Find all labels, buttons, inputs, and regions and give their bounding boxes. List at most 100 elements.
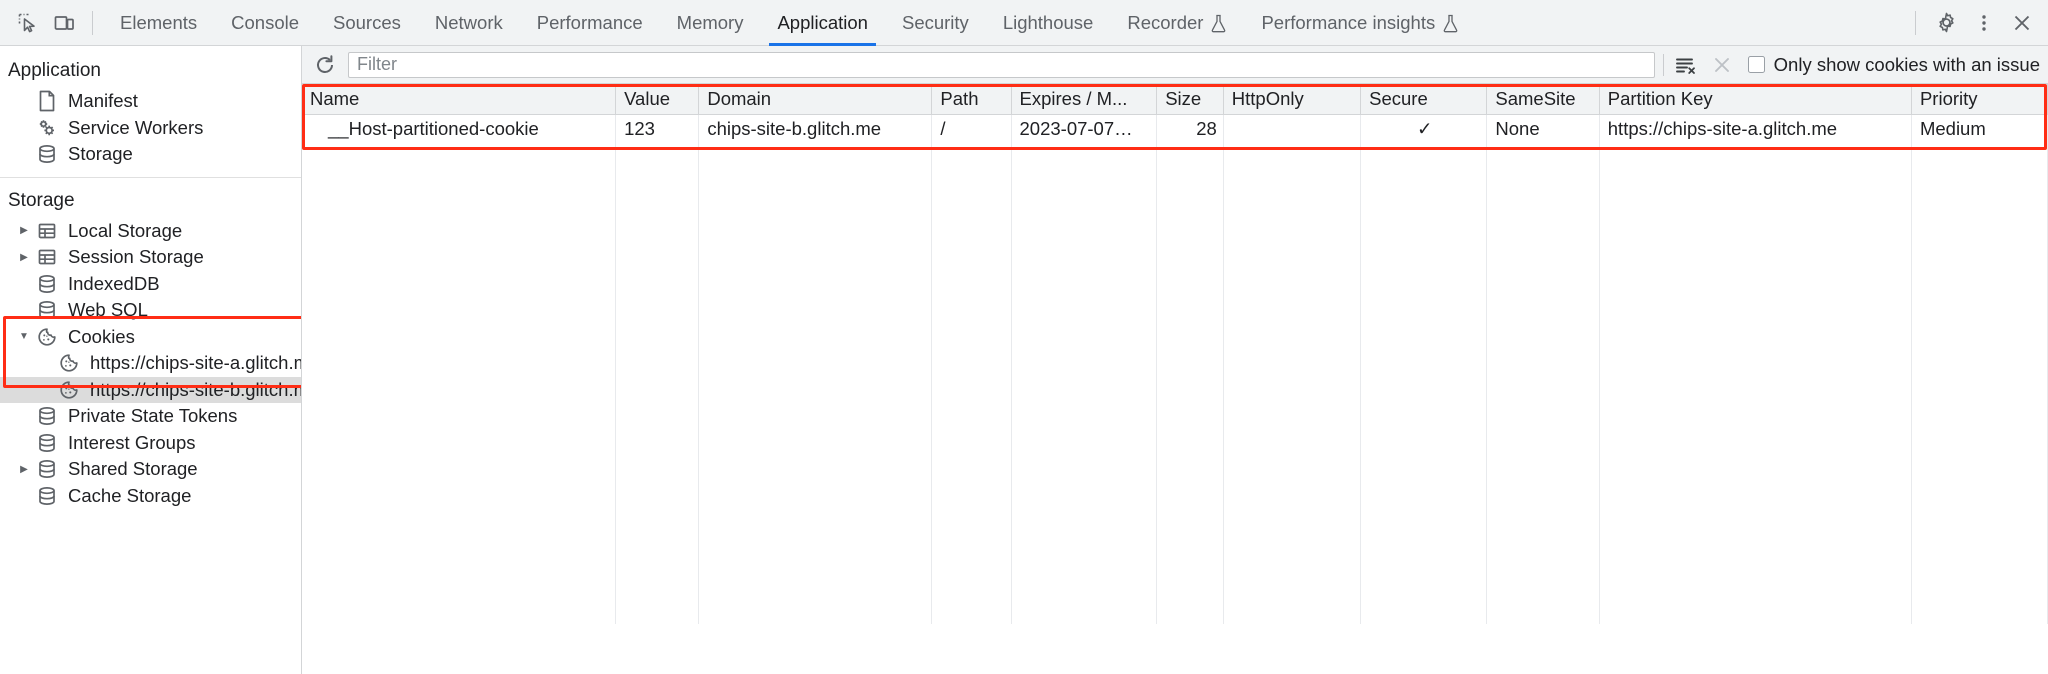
sidebar-item-service-workers[interactable]: Service Workers (0, 115, 301, 142)
column-header-value[interactable]: Value (615, 84, 700, 115)
sidebar-item-cookies[interactable]: ▼ Cookies (0, 324, 301, 351)
empty-cell (1360, 384, 1488, 414)
column-header-partitionkey[interactable]: Partition Key (1599, 84, 1912, 115)
chevron-down-icon[interactable]: ▼ (19, 331, 29, 343)
empty-cell (1223, 474, 1362, 504)
sidebar-item-web-sql[interactable]: Web SQL (0, 297, 301, 324)
sidebar-item-private-state-tokens[interactable]: Private State Tokens (0, 403, 301, 430)
sidebar-item-indexeddb[interactable]: IndexedDB (0, 271, 301, 298)
tab-console[interactable]: Console (214, 0, 316, 46)
empty-cell (615, 384, 700, 414)
delete-selected-cookie-icon[interactable] (1708, 51, 1736, 79)
tab-performance-insights[interactable]: Performance insights (1244, 0, 1476, 46)
sidebar-item-local-storage[interactable]: ▶ Local Storage (0, 218, 301, 245)
tab-lighthouse[interactable]: Lighthouse (986, 0, 1111, 46)
column-header-domain[interactable]: Domain (698, 84, 933, 115)
experimental-flask-icon (1210, 14, 1227, 33)
empty-cell (698, 174, 933, 204)
column-header-expires[interactable]: Expires / M... (1011, 84, 1158, 115)
empty-cell (1156, 354, 1224, 384)
table-empty-row (302, 294, 2048, 324)
tab-sources[interactable]: Sources (316, 0, 418, 46)
sidebar-item-label: Private State Tokens (68, 405, 238, 427)
tab-network[interactable]: Network (418, 0, 520, 46)
empty-cell (1486, 444, 1600, 474)
sidebar-item-shared-storage[interactable]: ▶ Shared Storage (0, 456, 301, 483)
clear-all-cookies-icon[interactable] (1672, 51, 1700, 79)
chevron-right-icon[interactable]: ▶ (20, 225, 28, 237)
tab-application[interactable]: Application (760, 0, 885, 46)
tab-label: Elements (120, 11, 198, 33)
more-options-icon[interactable] (1966, 5, 2002, 41)
tab-elements[interactable]: Elements (103, 0, 214, 46)
empty-cell (1360, 324, 1488, 354)
empty-cell (1011, 204, 1158, 234)
sidebar-item-storage[interactable]: Storage (0, 141, 301, 168)
empty-cell (1156, 264, 1224, 294)
empty-cell (931, 144, 1012, 174)
sidebar-item-cache-storage[interactable]: Cache Storage (0, 483, 301, 510)
table-empty-row (302, 534, 2048, 564)
empty-cell (302, 444, 617, 474)
gear-icon[interactable] (1928, 5, 1964, 41)
empty-cell (1360, 414, 1488, 444)
tab-security[interactable]: Security (885, 0, 986, 46)
empty-cell (302, 384, 617, 414)
empty-cell (698, 444, 933, 474)
empty-cell (615, 504, 700, 534)
toolbar-right-actions (1899, 5, 2040, 41)
column-header-httponly[interactable]: HttpOnly (1223, 84, 1362, 115)
sidebar-item-label: IndexedDB (68, 272, 160, 294)
empty-cell (1156, 564, 1224, 594)
empty-cell (1156, 474, 1224, 504)
tab-memory[interactable]: Memory (660, 0, 761, 46)
only-issues-checkbox[interactable] (1747, 56, 1765, 73)
empty-cell (1360, 234, 1488, 264)
sidebar-item-https-chips-site-b-glitch-me[interactable]: https://chips-site-b.glitch.me (0, 376, 302, 403)
empty-cell (615, 174, 700, 204)
chevron-right-icon[interactable]: ▶ (20, 251, 28, 263)
column-header-priority[interactable]: Priority (1911, 84, 2048, 115)
sidebar-item-manifest[interactable]: Manifest (0, 88, 301, 115)
column-header-samesite[interactable]: SameSite (1486, 84, 1600, 115)
table-empty-row (302, 174, 2048, 204)
sidebar-item-interest-groups[interactable]: Interest Groups (0, 430, 301, 457)
empty-cell (1156, 444, 1224, 474)
tab-performance[interactable]: Performance (520, 0, 660, 46)
sidebar-item-label: Local Storage (68, 219, 183, 241)
close-icon[interactable] (2004, 5, 2040, 41)
empty-cell (931, 264, 1012, 294)
empty-cell (1911, 324, 2048, 354)
chevron-right-icon[interactable]: ▶ (20, 463, 28, 475)
column-header-path[interactable]: Path (931, 84, 1012, 115)
sidebar-item-session-storage[interactable]: ▶ Session Storage (0, 244, 301, 271)
inspect-element-icon[interactable] (10, 5, 46, 41)
tab-recorder[interactable]: Recorder (1110, 0, 1244, 46)
column-header-name[interactable]: Name (302, 84, 617, 115)
empty-cell (1486, 264, 1600, 294)
empty-cell (302, 564, 617, 594)
empty-cell (302, 144, 617, 174)
empty-cell (1360, 504, 1488, 534)
empty-cell (1223, 414, 1362, 444)
empty-cell (1486, 144, 1600, 174)
empty-cell (1599, 174, 1912, 204)
table-empty-row (302, 564, 2048, 594)
empty-cell (1011, 294, 1158, 324)
empty-cell (698, 144, 933, 174)
only-issues-checkbox-row[interactable]: Only show cookies with an issue (1744, 54, 2040, 76)
sidebar-item-https-chips-site-a-glitch-me[interactable]: https://chips-site-a.glitch.me (0, 350, 301, 377)
empty-cell (1156, 204, 1224, 234)
column-header-secure[interactable]: Secure (1360, 84, 1488, 115)
sidebar-item-label: https://chips-site-b.glitch.me (90, 378, 302, 400)
column-header-size[interactable]: Size (1156, 84, 1224, 115)
empty-cell (1156, 174, 1224, 204)
empty-cell (1011, 144, 1158, 174)
device-toolbar-icon[interactable] (46, 5, 82, 41)
search-input[interactable] (348, 51, 1655, 78)
refresh-icon[interactable] (310, 50, 340, 80)
cell-domain: chips-site-b.glitch.me (698, 114, 933, 144)
